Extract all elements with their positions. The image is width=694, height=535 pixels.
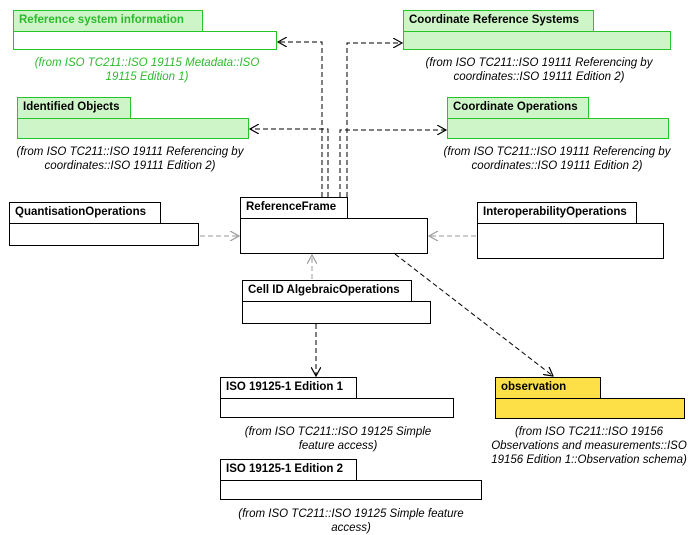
package-tab: observation <box>495 377 601 399</box>
edge-refframe-to-identified-objects <box>250 129 329 197</box>
package-body <box>220 398 454 418</box>
package-identified-objects[interactable]: Identified Objects <box>17 97 249 139</box>
package-interoperability-operations[interactable]: InteroperabilityOperations <box>477 202 664 259</box>
package-origin-note: (from ISO TC211::ISO 19111 Referencing b… <box>443 146 671 172</box>
package-coordinate-operations[interactable]: Coordinate Operations <box>447 97 669 139</box>
edge-refframe-to-coord-ops <box>339 130 446 197</box>
package-iso-19125-1-edition-2[interactable]: ISO 19125-1 Edition 2 <box>220 459 482 500</box>
package-observation[interactable]: observation <box>495 377 685 419</box>
package-tab: QuantisationOperations <box>9 202 161 224</box>
package-cell-id-algebraic-operations[interactable]: Cell ID AlgebraicOperations <box>242 280 431 324</box>
package-body <box>242 301 431 324</box>
package-iso-19125-1-edition-1[interactable]: ISO 19125-1 Edition 1 <box>220 377 454 418</box>
package-body <box>240 218 428 254</box>
package-body <box>17 118 249 139</box>
edge-refframe-to-crs <box>346 43 402 197</box>
package-body <box>220 480 482 500</box>
package-origin-note: (from ISO TC211::ISO 19111 Referencing b… <box>16 146 244 172</box>
package-origin-note: (from ISO TC211::ISO 19125 Simple featur… <box>244 426 432 452</box>
edge-refframe-to-refsysinfo <box>278 42 323 197</box>
package-origin-note: (from ISO TC211::ISO 19111 Referencing b… <box>425 57 653 83</box>
package-tab: ISO 19125-1 Edition 1 <box>220 377 357 399</box>
package-quantisation-operations[interactable]: QuantisationOperations <box>9 202 199 246</box>
package-body <box>403 31 671 50</box>
package-body <box>477 223 664 259</box>
package-origin-note: (from ISO TC211::ISO 19156 Observations … <box>491 426 687 466</box>
package-body <box>9 223 199 246</box>
package-reference-frame[interactable]: ReferenceFrame <box>240 197 428 254</box>
package-origin-note: (from ISO TC211::ISO 19115 Metadata::ISO… <box>34 57 260 83</box>
package-body <box>447 118 669 139</box>
package-tab: ReferenceFrame <box>240 197 348 219</box>
package-tab: Coordinate Operations <box>447 97 589 119</box>
package-body <box>13 31 277 50</box>
package-body <box>495 398 685 419</box>
package-reference-system-information[interactable]: Reference system information <box>13 10 277 50</box>
edge-refframe-to-observation <box>394 253 553 376</box>
package-coordinate-reference-systems[interactable]: Coordinate Reference Systems <box>403 10 671 50</box>
